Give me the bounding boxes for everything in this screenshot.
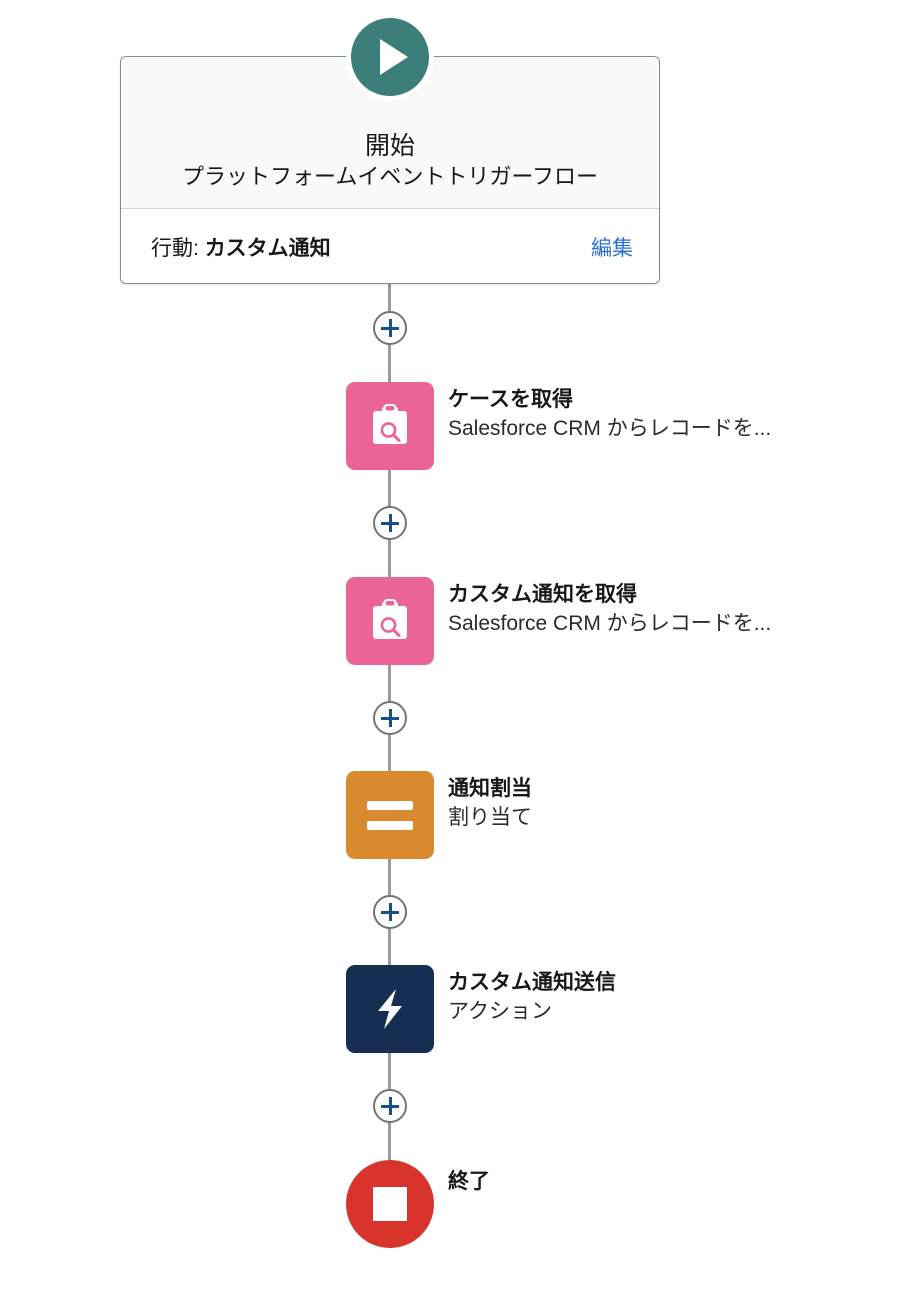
flow-node-get-custom-notification[interactable]: カスタム通知を取得 Salesforce CRM からレコードを...: [346, 577, 771, 665]
connector-line-plus2-to-node2: [388, 540, 391, 578]
stop-square-icon[interactable]: [346, 1160, 434, 1248]
node-text-group: 通知割当 割り当て: [448, 775, 908, 833]
add-element-button-5[interactable]: [373, 1089, 407, 1123]
start-card-trigger-row: 行動: カスタム通知 編集: [121, 209, 659, 283]
connector-line-node4-to-plus5: [388, 1053, 391, 1090]
flow-node-send-custom-notification[interactable]: カスタム通知送信 アクション: [346, 965, 616, 1053]
stop-square-glyph: [373, 1187, 407, 1221]
connector-line-node3-to-plus4: [388, 859, 391, 896]
node-text-group: カスタム通知を取得 Salesforce CRM からレコードを...: [448, 581, 908, 639]
node-text-group: ケースを取得 Salesforce CRM からレコードを...: [448, 386, 908, 444]
node-label: カスタム通知を取得: [448, 583, 637, 606]
add-element-button-3[interactable]: [373, 701, 407, 735]
node-label-end: 終了: [448, 1170, 490, 1193]
connector-line-plus5-to-end: [388, 1123, 391, 1161]
flow-node-end[interactable]: 終了: [346, 1160, 490, 1248]
equals-glyph: [367, 800, 413, 830]
clipboard-search-icon[interactable]: [346, 382, 434, 470]
connector-line-node2-to-plus3: [388, 665, 391, 702]
equals-bar-bottom: [367, 820, 413, 830]
node-label: カスタム通知送信: [448, 971, 616, 994]
start-title: 開始: [364, 132, 415, 160]
connector-line-plus3-to-node3: [388, 735, 391, 772]
node-text-group: カスタム通知送信 アクション: [448, 969, 908, 1027]
play-icon[interactable]: [346, 13, 434, 101]
node-description: Salesforce CRM からレコードを...: [448, 612, 772, 635]
start-subtitle: プラットフォームイベントトリガーフロー: [181, 164, 599, 189]
node-label: 通知割当: [448, 777, 532, 800]
connector-line-plus4-to-node4: [388, 929, 391, 966]
connector-line-start-to-plus1: [388, 283, 391, 313]
flow-node-notification-assignment[interactable]: 通知割当 割り当て: [346, 771, 532, 859]
equals-icon[interactable]: [346, 771, 434, 859]
add-element-button-4[interactable]: [373, 895, 407, 929]
flow-node-get-case[interactable]: ケースを取得 Salesforce CRM からレコードを...: [346, 382, 771, 470]
connector-line-plus1-to-node1: [388, 345, 391, 383]
clipboard-search-icon[interactable]: [346, 577, 434, 665]
edit-start-link[interactable]: 編集: [591, 236, 633, 260]
node-description: アクション: [448, 1000, 552, 1023]
lightning-bolt-icon[interactable]: [346, 965, 434, 1053]
play-triangle-icon: [380, 39, 408, 75]
node-label: ケースを取得: [448, 388, 573, 411]
trigger-value: カスタム通知: [204, 236, 331, 260]
node-description: 割り当て: [448, 806, 532, 829]
equals-bar-top: [367, 800, 413, 810]
node-text-group: 終了: [448, 1168, 908, 1196]
node-description: Salesforce CRM からレコードを...: [448, 417, 772, 440]
trigger-info: 行動: カスタム通知: [151, 232, 331, 262]
add-element-button-1[interactable]: [373, 311, 407, 345]
trigger-label: 行動:: [151, 236, 199, 260]
add-element-button-2[interactable]: [373, 506, 407, 540]
connector-line-node1-to-plus2: [388, 470, 391, 507]
